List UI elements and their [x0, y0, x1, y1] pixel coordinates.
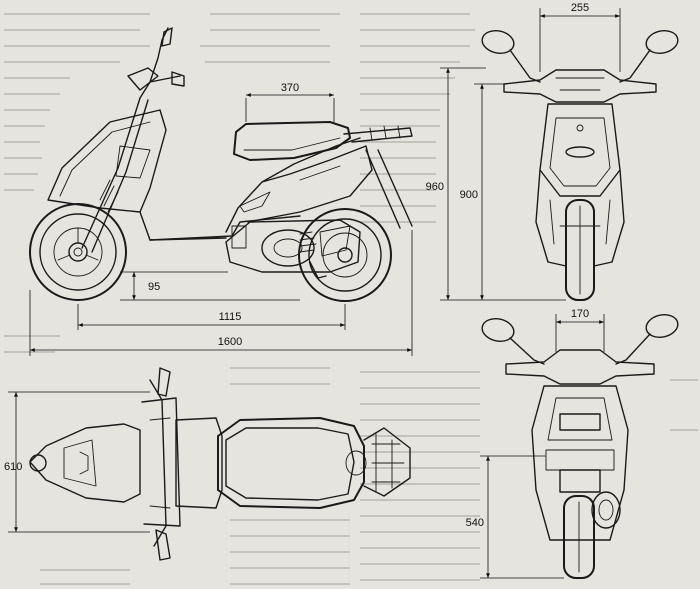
dim-seat-height: 540	[466, 517, 484, 529]
dim-handlebar-gap: 255	[571, 2, 589, 14]
rear-carrier	[343, 125, 413, 229]
top-view: 610	[4, 367, 411, 561]
front-view: 255 960 900	[426, 2, 679, 301]
seat	[233, 121, 351, 161]
dim-wheelbase: 1115	[219, 311, 242, 323]
front-fork	[81, 27, 185, 253]
side-view: 370 95 1115 1600	[29, 27, 413, 356]
rear-wheel	[298, 208, 392, 302]
dim-overall-width: 610	[4, 461, 22, 473]
dim-overall-height: 960	[426, 181, 444, 193]
dim-overall-length: 1600	[218, 336, 242, 348]
dim-ground-clearance: 95	[148, 281, 160, 293]
engine	[225, 219, 361, 279]
dim-rear-width: 170	[571, 308, 589, 320]
dim-seat-length: 370	[281, 82, 299, 94]
front-wheel	[29, 203, 127, 301]
dim-mirror-height: 900	[460, 189, 478, 201]
rear-view: 170 540	[466, 308, 679, 579]
